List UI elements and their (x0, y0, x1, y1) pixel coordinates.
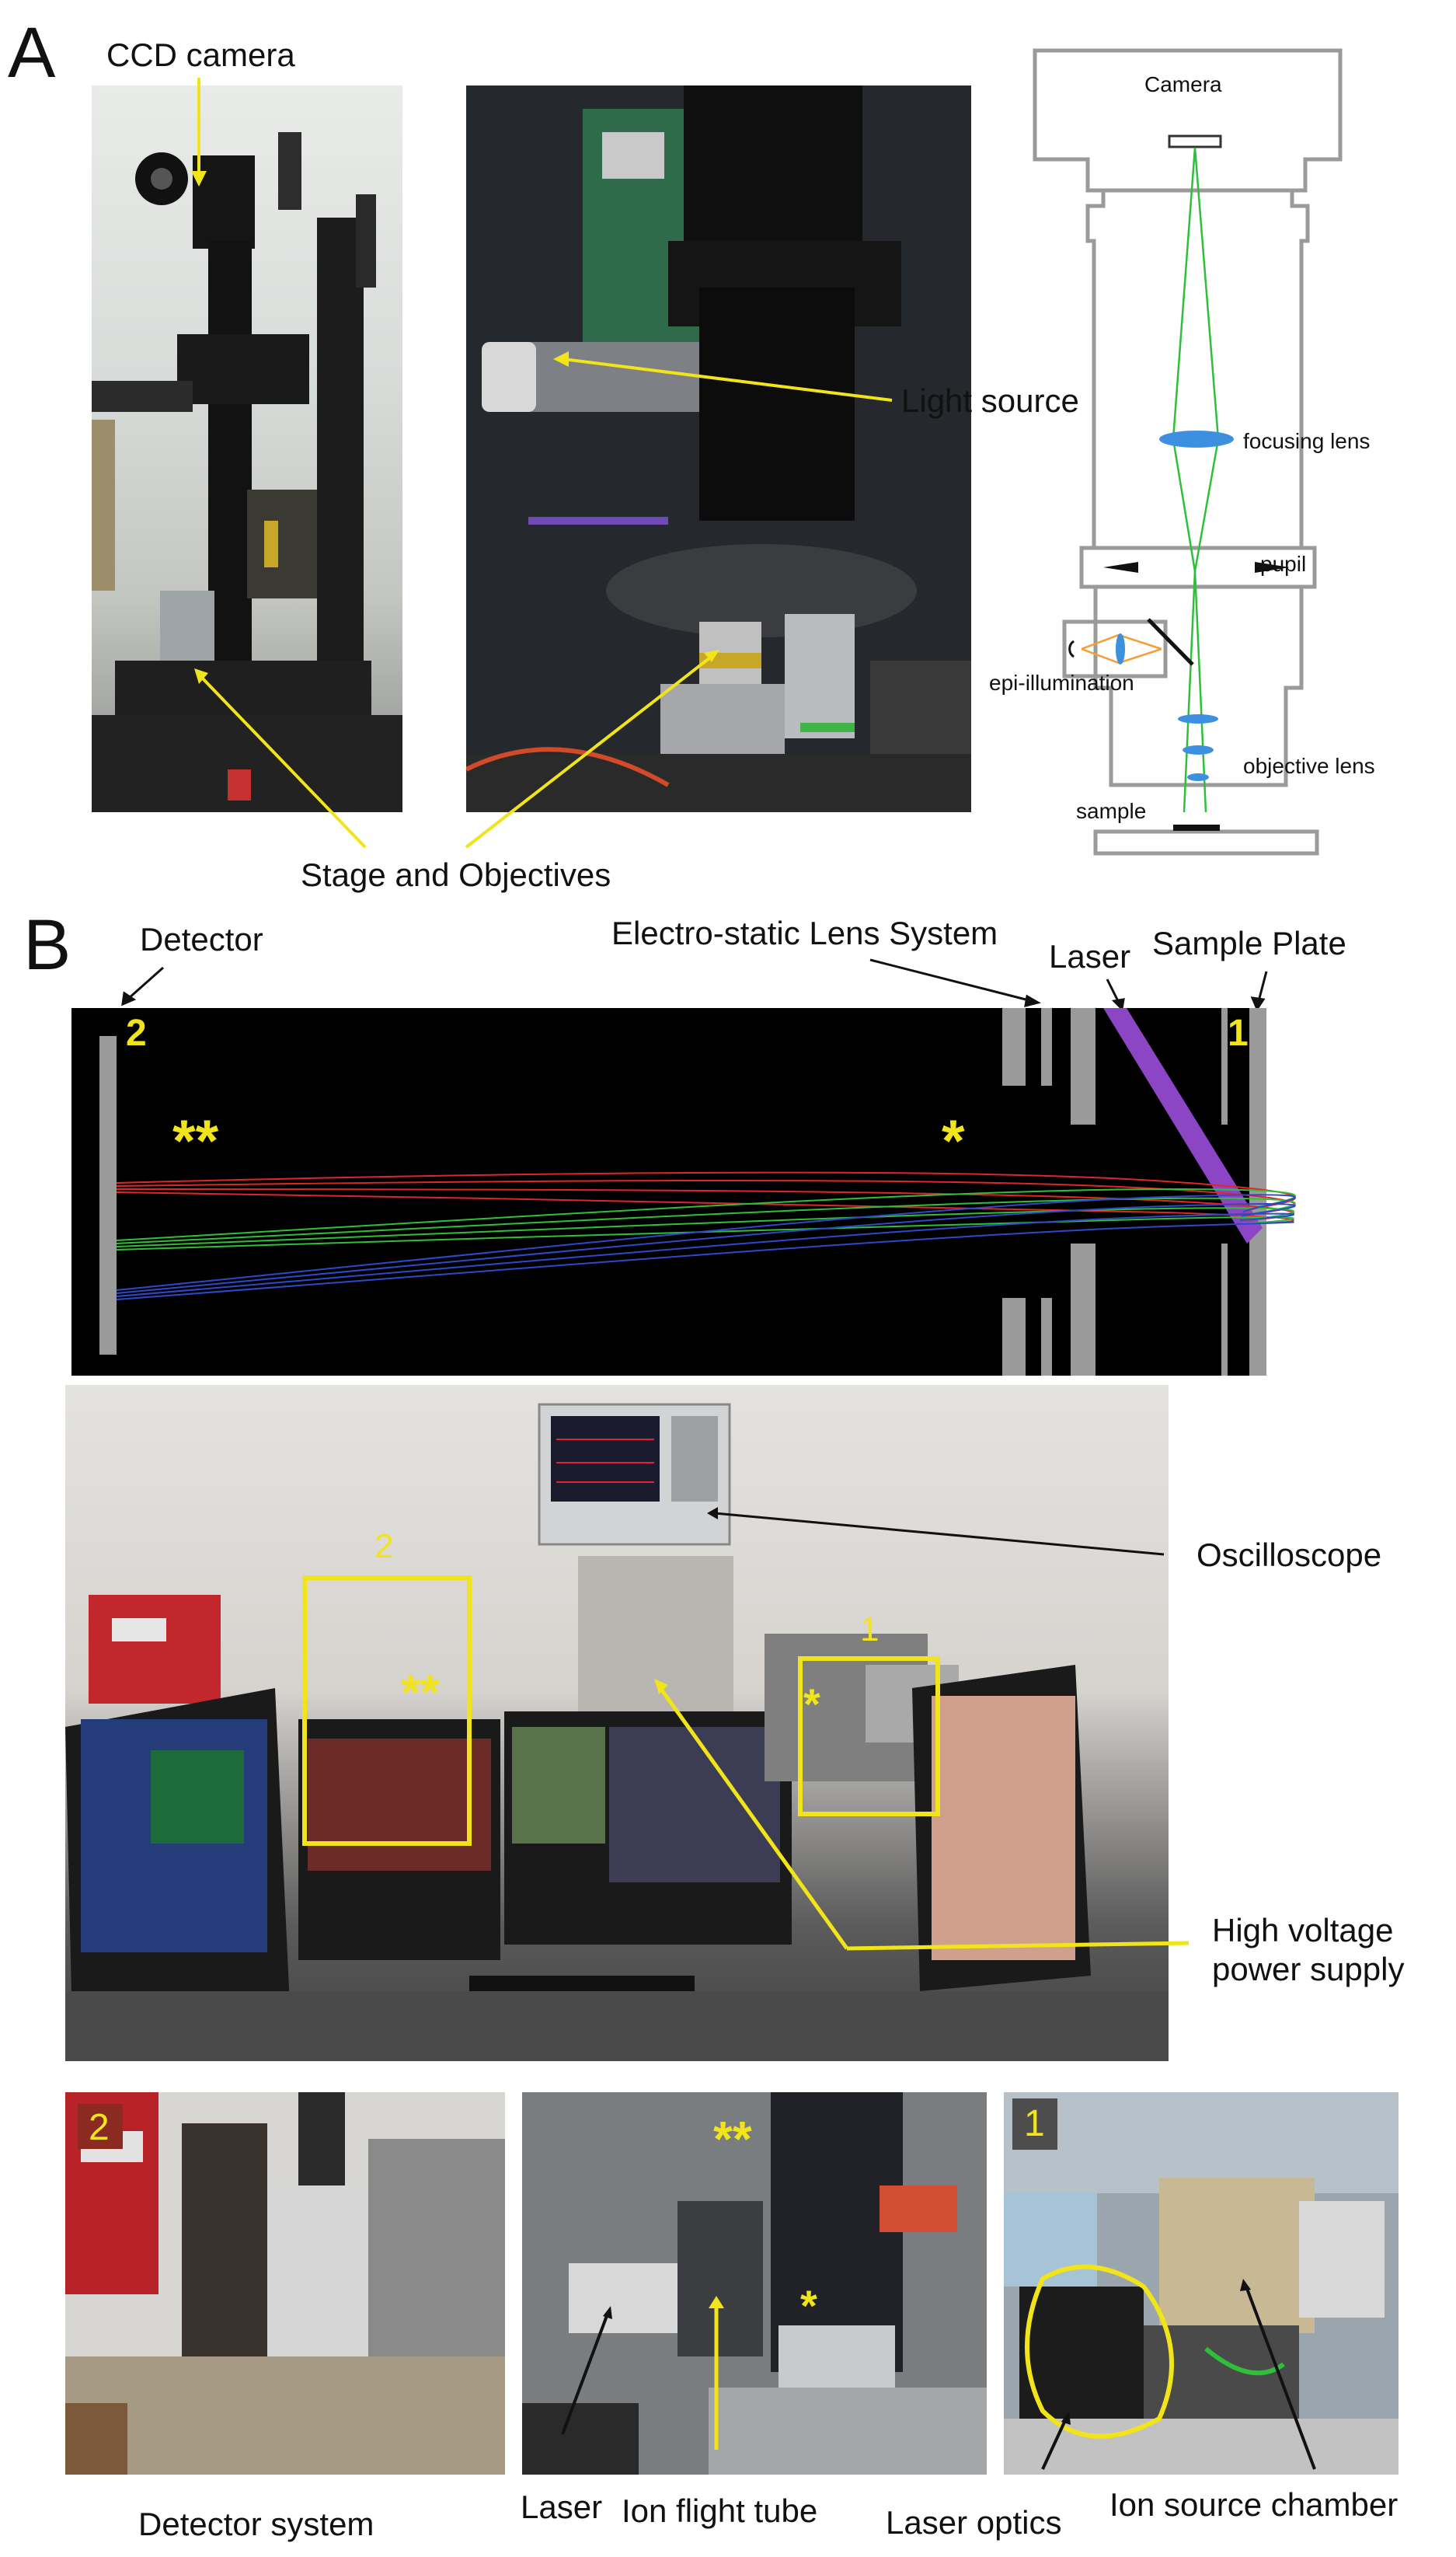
panel-a-leader-lines (191, 78, 893, 849)
hv-supply-label-line2: power supply (1212, 1951, 1405, 1987)
sim-single-star: * (942, 1108, 965, 1174)
ion-trajectory-simulation (71, 958, 1296, 1376)
panel-a-letter: A (8, 13, 56, 92)
ion-flight-tube-photo (522, 2092, 987, 2475)
panel-b-letter: B (23, 905, 71, 985)
ion-source-chamber-label: Ion source chamber (1109, 2486, 1399, 2523)
ion-source-tag: 1 (1024, 2103, 1045, 2144)
ion-source-tag-box (1012, 2098, 1057, 2150)
schematic-camera-label: Camera (1144, 72, 1222, 96)
sample-plate-label: Sample Plate (1152, 925, 1346, 961)
ion-source-annotations (1025, 2264, 1316, 2470)
tube-double-star: ** (713, 2111, 752, 2167)
microscope-photo (92, 85, 402, 812)
detector-tag: 2 (89, 2107, 110, 2148)
setup-box-2-label: 2 (374, 1527, 394, 1565)
stage-objectives-label: Stage and Objectives (301, 856, 611, 893)
ion-flight-tube-arrows (561, 2296, 724, 2450)
setup-box-1-label: 1 (860, 1610, 880, 1648)
laser-optics-label: Laser optics (886, 2504, 1062, 2541)
setup-annotations (302, 1507, 1190, 1951)
schematic-objective-lens-label: objective lens (1243, 754, 1375, 778)
detector-system-photo (65, 2092, 505, 2475)
schematic-sample-label: sample (1076, 799, 1147, 823)
schematic-focusing-lens-label: focusing lens (1243, 429, 1371, 453)
setup-single-star: * (803, 1680, 820, 1729)
hv-supply-label-line1: High voltage (1212, 1912, 1394, 1948)
instrument-setup-photo (65, 1385, 1169, 2061)
tube-single-star: * (800, 2281, 817, 2330)
microscope-schematic (1033, 48, 1343, 856)
laser-bottom-label: Laser (521, 2489, 603, 2525)
light-source-photo (466, 85, 971, 812)
ion-flight-tube-label: Ion flight tube (622, 2492, 818, 2529)
detector-system-graphic (65, 2092, 505, 2475)
instrument-setup-graphic (65, 1403, 1169, 2061)
sim-marker-2: 2 (126, 1013, 147, 1054)
detector-label: Detector (140, 921, 263, 958)
laser-sim-label: Laser (1049, 938, 1131, 975)
schematic-epi-illumination-label: epi-illumination (989, 671, 1134, 695)
ccd-camera-label: CCD camera (106, 37, 295, 73)
sim-marker-1: 1 (1228, 1013, 1249, 1054)
oscilloscope-label: Oscilloscope (1196, 1537, 1382, 1573)
microscope-photo-graphic (92, 132, 402, 812)
light-source-label: Light source (901, 382, 1079, 419)
sim-double-star: ** (172, 1108, 219, 1174)
schematic-pupil-label: pupil (1260, 552, 1307, 576)
lens-system-label: Electro-static Lens System (611, 915, 998, 951)
detector-tag-box (78, 2104, 123, 2149)
ion-flight-tube-graphic (522, 2092, 987, 2475)
setup-double-star: ** (401, 1664, 440, 1720)
detector-system-label: Detector system (138, 2506, 374, 2542)
